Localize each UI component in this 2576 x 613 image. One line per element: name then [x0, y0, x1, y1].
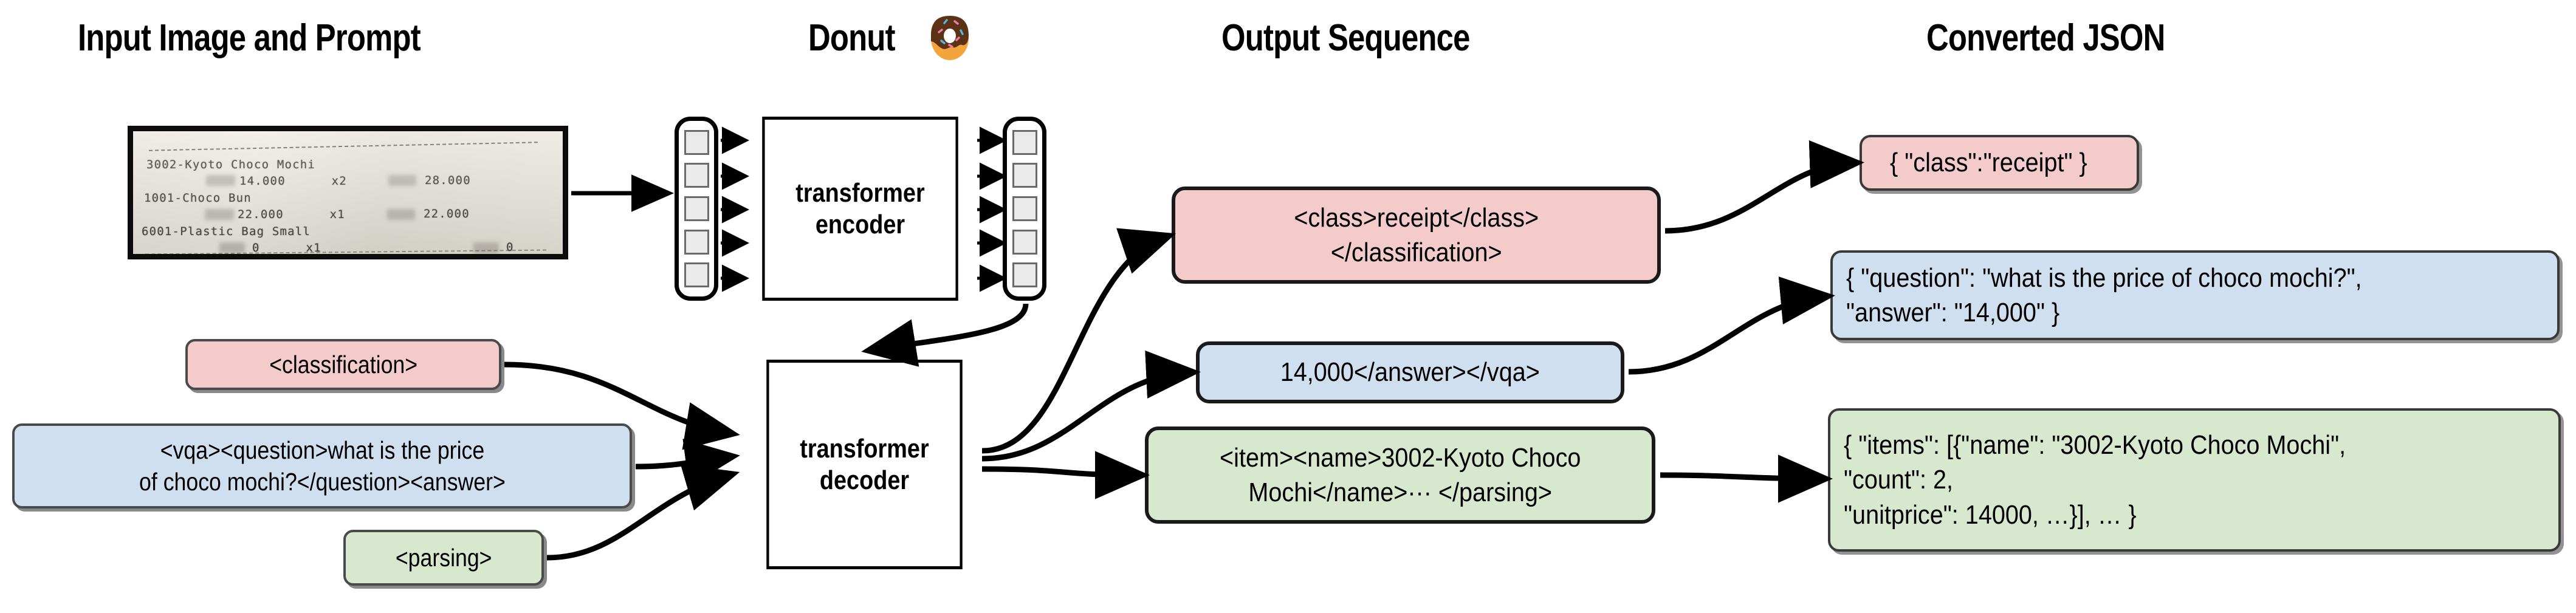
receipt-line-5: 6001-Plastic Bag Small [142, 225, 311, 238]
encoder-input-token [684, 129, 709, 155]
transformer-encoder-label: transformer encoder [795, 177, 925, 239]
arrow-parse-seq-to-json [1660, 454, 1833, 503]
arrow-parsing-to-decoder [546, 464, 740, 561]
column-title-json: Converted JSON [1926, 17, 2165, 59]
receipt-redaction-2 [388, 175, 416, 186]
arrows-tokens-to-encoder [721, 126, 750, 292]
encoder-output-token [1012, 196, 1037, 221]
prompt-parsing-label: <parsing> [395, 543, 492, 572]
converted-json-parsing-label: { "items": [{"name": "3002-Kyoto Choco M… [1844, 430, 2346, 530]
receipt-redaction-3 [205, 209, 234, 220]
arrow-decoder-to-vqa-seq [981, 350, 1201, 462]
encoder-output-token [1012, 163, 1037, 188]
encoder-output-token-strip [1003, 117, 1046, 301]
receipt-line-6-total: 0 [506, 241, 514, 254]
arrow-class-seq-to-json [1664, 140, 1864, 234]
converted-json-vqa[interactable]: { "question": "what is the price of choc… [1830, 250, 2560, 340]
receipt-redaction-1 [206, 175, 235, 186]
arrow-classification-to-decoder [504, 361, 740, 450]
arrow-decoder-to-parse-seq [981, 451, 1150, 499]
receipt-paper: 3002-Kyoto Choco Mochi 14.000 x2 28.000 … [133, 131, 563, 254]
receipt-redaction-4 [387, 209, 415, 220]
encoder-output-token [1012, 262, 1037, 288]
transformer-decoder-label: transformer decoder [800, 433, 929, 495]
prompt-classification-label: <classification> [269, 350, 417, 378]
encoder-input-token [684, 196, 709, 221]
receipt-line-3: 1001-Choco Bun [144, 191, 252, 205]
column-title-model: Donut [808, 17, 896, 59]
converted-json-classification-label: { "class":"receipt" } [1889, 148, 2087, 178]
receipt-line-2-total: 28.000 [425, 174, 471, 187]
arrow-encoder-to-decoder [861, 303, 1029, 367]
arrow-vqa-to-decoder [635, 439, 740, 487]
receipt-redaction-6 [473, 242, 499, 253]
converted-json-parsing[interactable]: { "items": [{"name": "3002-Kyoto Choco M… [1828, 408, 2561, 552]
receipt-line-4: 22.000 x1 [238, 208, 345, 221]
output-sequence-classification-label: <class>receipt</class> </classification> [1294, 202, 1539, 267]
output-sequence-parsing-label: <item><name>3002-Kyoto Choco Mochi</name… [1219, 442, 1581, 507]
transformer-decoder-block: transformer decoder [766, 360, 963, 569]
encoder-input-token-strip [675, 117, 718, 301]
column-title-input: Input Image and Prompt [78, 17, 421, 59]
receipt-line-4-total: 22.000 [424, 207, 470, 221]
encoder-input-token [684, 262, 709, 288]
converted-json-vqa-label: { "question": "what is the price of choc… [1846, 262, 2362, 327]
prompt-parsing[interactable]: <parsing> [343, 530, 544, 586]
arrow-decoder-to-class-seq [981, 228, 1176, 454]
arrow-vqa-seq-to-json [1628, 276, 1835, 375]
prompt-vqa-label: <vqa><question>what is the price of choc… [139, 436, 506, 496]
encoder-output-token [1012, 129, 1037, 155]
encoder-input-token [684, 163, 709, 188]
encoder-input-token [684, 229, 709, 255]
input-receipt-image: 3002-Kyoto Choco Mochi 14.000 x2 28.000 … [128, 126, 568, 259]
output-sequence-vqa-label: 14,000</answer></vqa> [1280, 357, 1540, 388]
donut-icon [931, 16, 969, 60]
encoder-output-token [1012, 229, 1037, 255]
arrows-encoder-to-tokens [977, 126, 1008, 292]
receipt-line-2: 14.000 x2 [239, 174, 347, 188]
receipt-line-1: 3002-Kyoto Choco Mochi [146, 158, 316, 171]
transformer-encoder-block: transformer encoder [762, 117, 958, 301]
receipt-line-6: 0 x1 [252, 241, 321, 254]
column-title-output: Output Sequence [1221, 17, 1470, 59]
converted-json-classification[interactable]: { "class":"receipt" } [1860, 135, 2139, 191]
output-sequence-classification[interactable]: <class>receipt</class> </classification> [1172, 187, 1661, 284]
output-sequence-parsing[interactable]: <item><name>3002-Kyoto Choco Mochi</name… [1145, 426, 1655, 524]
prompt-vqa[interactable]: <vqa><question>what is the price of choc… [12, 423, 632, 509]
receipt-redaction-5 [219, 242, 245, 253]
prompt-classification[interactable]: <classification> [185, 339, 501, 390]
